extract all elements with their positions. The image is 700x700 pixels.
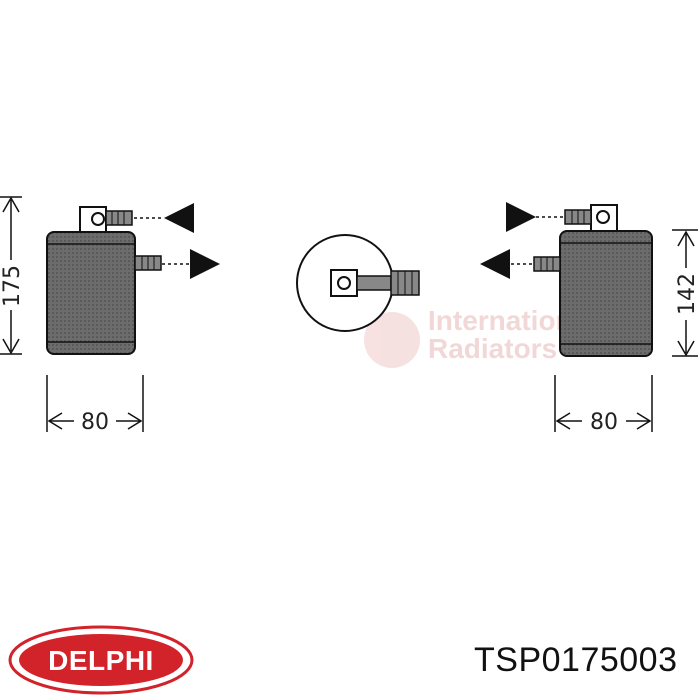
left-width-dimension: 80 xyxy=(46,375,144,435)
right-width-dimension: 80 xyxy=(554,375,653,435)
right-width-label: 80 xyxy=(590,410,618,435)
left-dryer-body xyxy=(46,231,136,355)
right-height-dimension: 142 xyxy=(672,229,700,357)
logo-text: DELPHI xyxy=(48,645,154,676)
left-height-label: 175 xyxy=(0,265,25,307)
delphi-logo: DELPHI xyxy=(8,625,194,695)
right-dryer-body xyxy=(559,230,653,357)
left-height-dimension: 175 xyxy=(0,196,25,355)
right-height-label: 142 xyxy=(675,273,700,315)
left-top-nozzle xyxy=(105,210,133,226)
watermark-line2: Radiators xyxy=(428,333,557,364)
logo-inner-fill xyxy=(19,634,183,686)
left-width-label: 80 xyxy=(81,410,109,435)
right-dryer xyxy=(480,202,653,357)
left-dryer xyxy=(46,203,220,355)
center-top-view xyxy=(296,234,420,332)
part-number: TSP0175003 xyxy=(474,641,678,679)
